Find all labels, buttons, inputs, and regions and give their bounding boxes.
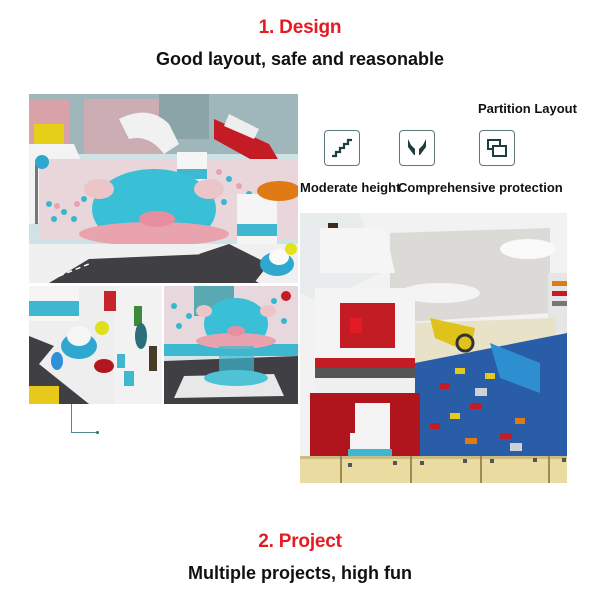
section-1-subtitle: Good layout, safe and reasonable: [155, 49, 445, 69]
feature-label-moderate-height: Moderate height: [300, 180, 401, 195]
playground-overview-image: [29, 94, 298, 283]
section-2-subtitle: Multiple projects, high fun: [188, 563, 412, 583]
feature-label-partition-layout: Partition Layout: [478, 101, 577, 116]
feature-icon-box-comprehensive-protection: [399, 130, 435, 166]
protecting-hands-icon: [408, 139, 426, 155]
stairs-icon: [332, 138, 352, 158]
connector-line-horizontal: [71, 432, 98, 433]
building-blocks-zone-image: [300, 213, 567, 483]
feature-icon-box-moderate-height: [324, 130, 360, 166]
carousel-closeup-image: [164, 286, 298, 404]
section-2-number-title: 2. Project: [258, 531, 342, 552]
ride-on-toys-image: [29, 286, 162, 404]
feature-label-comprehensive-protection: Comprehensive protection: [398, 180, 563, 195]
connector-dot: [96, 431, 99, 434]
feature-icon-box-partition-layout: [479, 130, 515, 166]
section-1-number-title: 1. Design: [258, 17, 342, 38]
connector-line-vertical: [71, 404, 72, 433]
overlapping-squares-icon: [487, 139, 507, 157]
